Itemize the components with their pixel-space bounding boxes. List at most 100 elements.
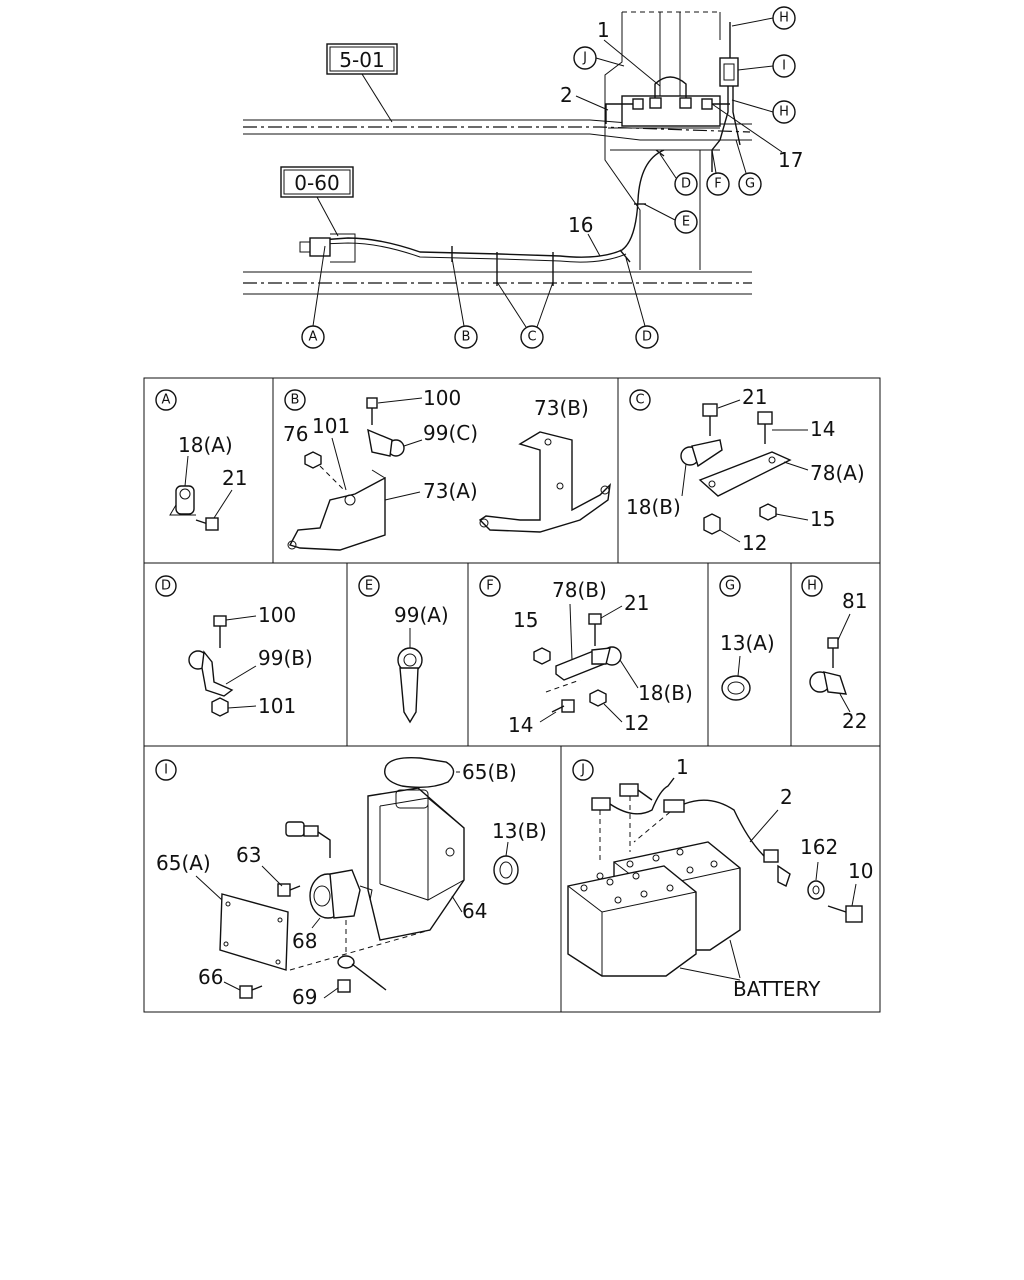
- label-101-D: 101: [258, 694, 296, 718]
- switch-68: [309, 869, 373, 929]
- cable-1-J: [591, 777, 675, 864]
- label-73B: 73(B): [534, 396, 589, 420]
- battery-cable-1: [649, 76, 692, 109]
- label-18A: 18(A): [178, 433, 233, 457]
- panel-G: G 13(A): [719, 575, 775, 701]
- bolt-14-F: [539, 679, 581, 723]
- callout-J: J: [573, 46, 625, 70]
- box-64: [367, 787, 465, 941]
- washer-162: [807, 861, 825, 900]
- ref-box-5-01-text: 5-01: [339, 48, 384, 72]
- label-100-D: 100: [258, 603, 296, 627]
- panel-E: E 99(A): [358, 575, 449, 724]
- cover-65B: [384, 756, 460, 789]
- callout-G: G: [735, 139, 762, 196]
- bracket-73B: [478, 431, 611, 533]
- cable-2: [605, 103, 640, 124]
- callout-D-lower: D: [625, 257, 659, 349]
- cable-2-terminal: [632, 98, 644, 110]
- svg-text:D: D: [681, 177, 691, 192]
- label-99C: 99(C): [423, 421, 478, 445]
- label-15-C: 15: [810, 507, 835, 531]
- clip-D-lower: [619, 249, 631, 263]
- label-66: 66: [198, 965, 223, 989]
- bolt-21-F: [588, 605, 623, 646]
- label-100: 100: [423, 386, 461, 410]
- label-65A: 65(A): [156, 851, 211, 875]
- callout-C: C: [496, 281, 554, 349]
- panel-H-letter: H: [807, 579, 817, 594]
- label-76: 76: [283, 422, 308, 446]
- label-21: 21: [222, 466, 247, 490]
- panel-J-letter: J: [580, 763, 585, 778]
- label-18B-C: 18(B): [626, 495, 681, 519]
- nut-101-D: [211, 697, 257, 717]
- nut-15-F: [533, 647, 551, 665]
- label-13B: 13(B): [492, 819, 547, 843]
- label-78B: 78(B): [552, 578, 607, 602]
- svg-text:A: A: [309, 330, 318, 345]
- label-1: 1: [597, 18, 610, 42]
- panel-I: I 65(B) 13(B) 63 65(A) 68 64 66 69: [155, 756, 547, 1009]
- svg-text:E: E: [682, 215, 690, 230]
- panel-C-letter: C: [635, 393, 644, 408]
- panel-F-letter: F: [486, 579, 493, 594]
- label-1-J: 1: [676, 755, 689, 779]
- label-81: 81: [842, 589, 867, 613]
- label-21-C: 21: [742, 385, 767, 409]
- connector-63: [261, 821, 331, 897]
- label-14-F: 14: [508, 713, 533, 737]
- plate-78A: [698, 451, 809, 497]
- label-14-C: 14: [810, 417, 835, 441]
- callout-H-top: H: [731, 6, 796, 30]
- clamp-18A: [169, 485, 196, 516]
- svg-text:D: D: [642, 330, 652, 345]
- label-69: 69: [292, 985, 317, 1009]
- panel-J: J 1 2 162 10 BATTERY: [567, 755, 873, 1001]
- bolt-21: [195, 517, 219, 531]
- ref-box-5-01: [326, 43, 398, 75]
- callout-I: I: [737, 54, 796, 78]
- label-65B: 65(B): [462, 760, 517, 784]
- svg-text:F: F: [714, 177, 721, 192]
- clamp-99A: [397, 628, 423, 724]
- label-18B-F: 18(B): [638, 681, 693, 705]
- nut-15-C: [759, 503, 809, 521]
- label-15-F: 15: [513, 608, 538, 632]
- label-17: 17: [778, 148, 803, 172]
- callout-A: A: [301, 245, 326, 349]
- panel-E-letter: E: [365, 579, 373, 594]
- svg-text:C: C: [527, 330, 536, 345]
- bolt-66: [223, 981, 263, 999]
- panel-I-letter: I: [164, 763, 168, 778]
- bolt-10: [827, 883, 863, 923]
- label-12-C: 12: [742, 531, 767, 555]
- clamp-18B-F: [591, 646, 639, 689]
- battery-switch-holder: [711, 22, 741, 172]
- bolt-21-C: [702, 399, 741, 436]
- svg-text:I: I: [782, 59, 786, 74]
- panel-A-letter: A: [162, 393, 171, 408]
- label-64: 64: [462, 899, 487, 923]
- label-16: 16: [568, 213, 593, 237]
- label-10: 10: [848, 859, 873, 883]
- battery-front: [567, 865, 697, 977]
- panel-B-letter: B: [291, 393, 300, 408]
- clip-D-upper: [655, 149, 665, 157]
- svg-text:B: B: [462, 330, 471, 345]
- connector-A: [299, 233, 356, 263]
- nut-12-F: [589, 689, 623, 723]
- panel-B: B 100 76 101 99(C) 73(A) 73(B): [283, 386, 611, 551]
- label-99B: 99(B): [258, 646, 313, 670]
- detail-grid: [143, 377, 881, 1013]
- panel-G-letter: G: [725, 579, 735, 594]
- label-99A: 99(A): [394, 603, 449, 627]
- label-73A: 73(A): [423, 479, 478, 503]
- callout-F: F: [706, 149, 730, 196]
- terminal-69: [323, 920, 387, 999]
- clamp-22: [809, 671, 851, 713]
- grommet-13A: [721, 655, 751, 701]
- svg-text:H: H: [779, 105, 789, 120]
- clamp-99C: [367, 428, 423, 457]
